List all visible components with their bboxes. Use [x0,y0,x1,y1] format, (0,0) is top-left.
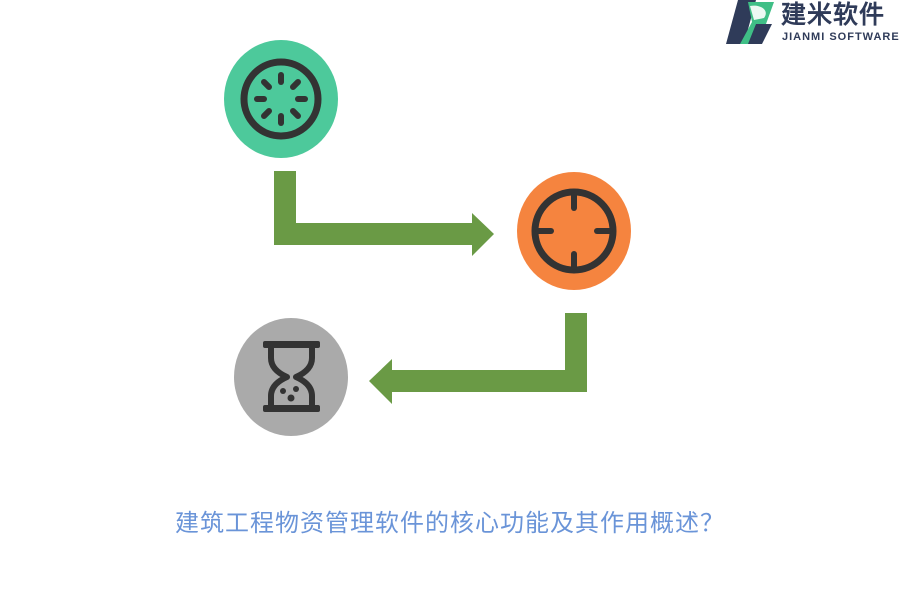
logo-name-cn: 建米软件 [781,0,886,29]
flow-diagram [224,40,631,436]
target-crosshair-icon [531,188,617,274]
brand-logo: 建米软件 JIANMI SOFTWARE [726,0,900,46]
logo-mark-icon [726,0,774,44]
loading-spinner-icon [240,58,322,140]
arrow-green-to-orange [274,171,494,256]
hourglass-icon [263,341,320,412]
page-caption: 建筑工程物资管理软件的核心功能及其作用概述？ [175,509,725,537]
step-circle-gray [234,318,348,436]
arrow-orange-to-gray [369,313,587,404]
step-circle-green [224,40,338,158]
step-circle-orange [517,172,631,290]
logo-name-en: JIANMI SOFTWARE [782,31,900,43]
